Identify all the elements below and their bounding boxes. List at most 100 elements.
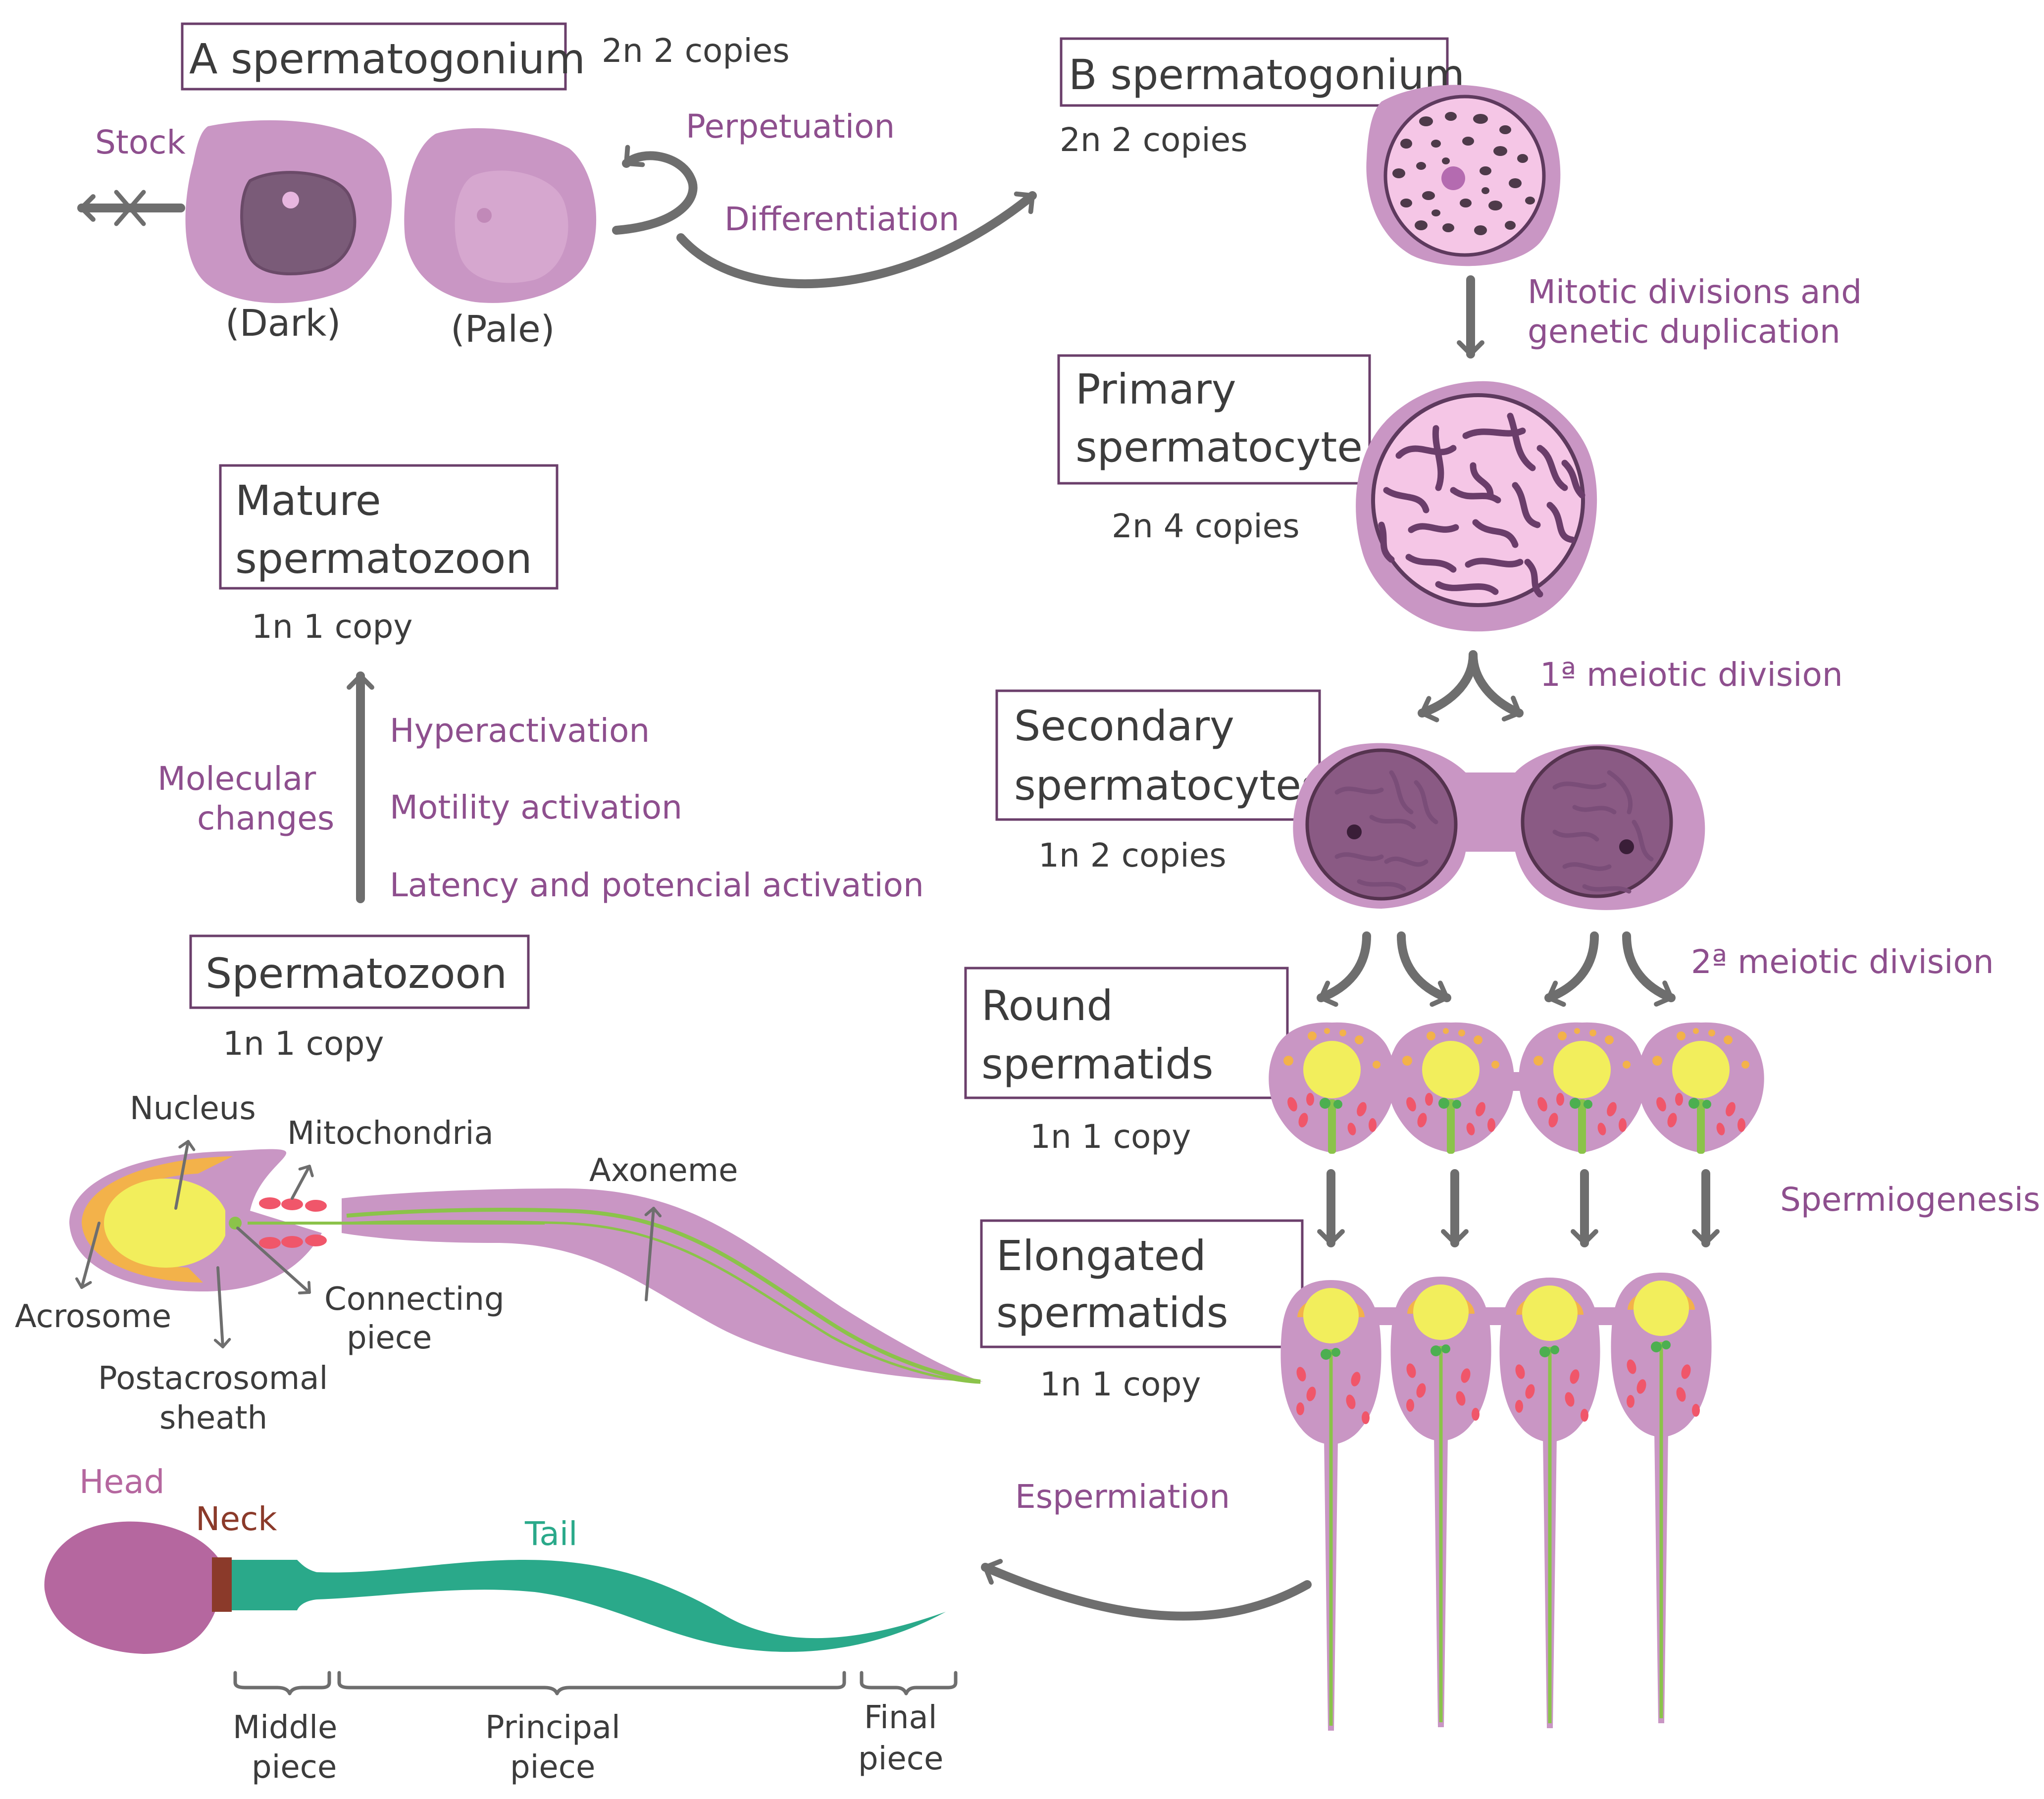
dark-label: (Dark)	[225, 302, 341, 345]
mature-spermatozoon-copies: 1n 1 copy	[252, 608, 412, 646]
elongated-spermatids-label-line2: spermatids	[996, 1288, 1228, 1337]
elongated-spermatids-label-line1: Elongated	[996, 1232, 1206, 1280]
molecular-changes-label-line2: changes	[197, 799, 334, 837]
differentiation-label: Differentiation	[724, 200, 959, 238]
b-spermatogonium-label-box	[1060, 37, 1449, 107]
sperm-neck-silhouette	[212, 1557, 232, 1612]
molecular-changes-label-line1: Molecular	[157, 760, 316, 798]
spermatozoon-label: Spermatozoon	[205, 949, 507, 998]
mature-spermatozoon-stage: Mature spermatozoon 1n 1 copy Molecular …	[157, 464, 924, 904]
pale-label: (Pale)	[451, 308, 555, 351]
pale-spermatogonium-cell	[404, 128, 597, 303]
spermiogenesis-arrows	[1317, 1169, 1720, 1247]
spermatozoon-anatomy	[69, 1149, 983, 1384]
mitochondria-label: Mitochondria	[287, 1115, 494, 1152]
postacrosomal-sheath-label-line1: Postacrosomal	[98, 1360, 328, 1397]
primary-spermatocyte-label-line1: Primary	[1075, 365, 1236, 413]
elongated-spermatids-copies: 1n 1 copy	[1040, 1365, 1201, 1403]
round-spermatid	[1637, 1022, 1764, 1154]
head-label: Head	[79, 1463, 165, 1501]
elongated-spermatid-cells	[1280, 1273, 1711, 1731]
meiotic-division-1-label: 1ª meiotic division	[1540, 656, 1843, 694]
connecting-piece-label-line1: Connecting	[324, 1281, 505, 1318]
secondary-spermatocyte-cells	[1293, 743, 1705, 910]
acrosome-label: Acrosome	[15, 1298, 171, 1335]
b-spermatogonium-label: B spermatogonium	[1069, 51, 1465, 99]
b-spermatogonium-copies: 2n 2 copies	[1060, 121, 1248, 159]
connecting-piece-label-line2: piece	[347, 1320, 432, 1356]
dark-spermatogonium-cell	[185, 120, 392, 304]
spermatozoon-label-box	[189, 934, 530, 1009]
round-spermatids-copies: 1n 1 copy	[1030, 1118, 1191, 1156]
primary-spermatocyte-cell	[1356, 381, 1597, 632]
elongated-spermatid	[1611, 1273, 1711, 1723]
final-piece-label-line1: Final	[864, 1699, 937, 1736]
secondary-spermatocytes-label-line1: Secondary	[1014, 702, 1234, 750]
spermiogenesis-label: Spermiogenesis	[1780, 1181, 2040, 1219]
mitotic-label-line1: Mitotic divisions and	[1528, 273, 1862, 311]
sperm-tail-silhouette	[232, 1560, 946, 1652]
primary-spermatocyte-copies: 2n 4 copies	[1112, 507, 1300, 545]
a-spermatogonium-copies: 2n 2 copies	[602, 32, 790, 70]
meiosis1-arrows	[1418, 650, 1524, 722]
perpetuation-label: Perpetuation	[686, 107, 895, 146]
round-spermatids-label-line1: Round	[981, 981, 1113, 1030]
axoneme-label: Axoneme	[589, 1152, 738, 1189]
secondary-spermatocytes-label-box	[995, 689, 1321, 821]
round-spermatid-cells	[1269, 1022, 1764, 1154]
sperm-regions: Head Neck Tail Middle piece Principal pi…	[44, 1463, 958, 1786]
middle-piece-label-line2: piece	[252, 1749, 337, 1786]
secondary-spermatocytes-label-line2: spermatocytes	[1014, 761, 1323, 810]
primary-spermatocyte-stage: Primary spermatocyte 2n 4 copies	[1057, 354, 1843, 722]
elongated-spermatid	[1280, 1280, 1381, 1731]
b-spermatogonium-stage: B spermatogonium 2n 2 copies Mitotic div…	[1060, 37, 1862, 359]
round-spermatid	[1269, 1022, 1395, 1154]
middle-piece-brace	[233, 1671, 331, 1696]
final-piece-label-line2: piece	[858, 1741, 943, 1777]
stock-label: Stock	[95, 123, 186, 161]
sperm-head-silhouette	[44, 1521, 218, 1654]
elongated-spermatid	[1390, 1277, 1491, 1727]
round-spermatids-label-box	[964, 967, 1289, 1099]
motility-activation-label: Motility activation	[390, 788, 682, 826]
hyperactivation-label: Hyperactivation	[390, 712, 650, 750]
spermatozoon-stage: Spermatozoon 1n 1 copy Nucleus	[15, 934, 983, 1437]
mature-spermatozoon-label-line2: spermatozoon	[235, 534, 532, 583]
round-spermatid	[1387, 1022, 1514, 1154]
principal-piece-label-line1: Principal	[485, 1709, 620, 1746]
round-spermatids-label-line2: spermatids	[981, 1040, 1213, 1088]
final-piece-brace	[860, 1671, 958, 1696]
a-spermatogonium-label-box	[181, 22, 567, 91]
latency-activation-label: Latency and potencial activation	[390, 866, 924, 904]
tail-label: Tail	[524, 1515, 578, 1553]
spermatozoon-pointer-lines	[75, 1140, 662, 1348]
middle-piece-label-line1: Middle	[233, 1709, 337, 1746]
mature-spermatozoon-label-line1: Mature	[235, 476, 381, 525]
postacrosomal-sheath-label-line2: sheath	[159, 1400, 267, 1437]
neck-label: Neck	[196, 1500, 277, 1538]
elongated-spermatids-stage: Elongated spermatids 1n 1 copy Espermiat…	[980, 1219, 1712, 1731]
secondary-spermatocytes-copies: 1n 2 copies	[1038, 836, 1226, 874]
primary-spermatocyte-label-box	[1057, 354, 1371, 485]
mitotic-label-line2: genetic duplication	[1528, 312, 1840, 351]
round-spermatids-stage: Round spermatids 1n 1 copy Spermiogenesi…	[964, 967, 2040, 1247]
b-spermatogonium-cell	[1366, 85, 1561, 266]
principal-piece-brace	[337, 1671, 846, 1696]
round-spermatid	[1519, 1022, 1645, 1154]
a-spermatogonium-stage: A spermatogonium 2n 2 copies Stock (Dark…	[77, 22, 1037, 351]
secondary-spermatocytes-stage: Secondary spermatocytes 1n 2 copies	[995, 689, 1994, 1007]
stock-arrow	[77, 190, 185, 226]
nucleus-label: Nucleus	[130, 1090, 256, 1127]
meiosis2-arrows	[1317, 931, 1676, 1007]
a-spermatogonium-label: A spermatogonium	[189, 35, 585, 83]
primary-spermatocyte-label-line2: spermatocyte	[1075, 423, 1363, 471]
espermiation-arrow	[981, 1559, 1312, 1621]
elongated-spermatid	[1499, 1278, 1600, 1728]
principal-piece-label-line2: piece	[510, 1749, 595, 1786]
differentiation-arrow	[676, 191, 1037, 289]
elongated-spermatids-label-box	[980, 1219, 1304, 1348]
perpetuation-arrow	[612, 145, 698, 235]
meiotic-division-2-label: 2ª meiotic division	[1691, 943, 1994, 981]
spermatozoon-copies: 1n 1 copy	[223, 1025, 384, 1063]
